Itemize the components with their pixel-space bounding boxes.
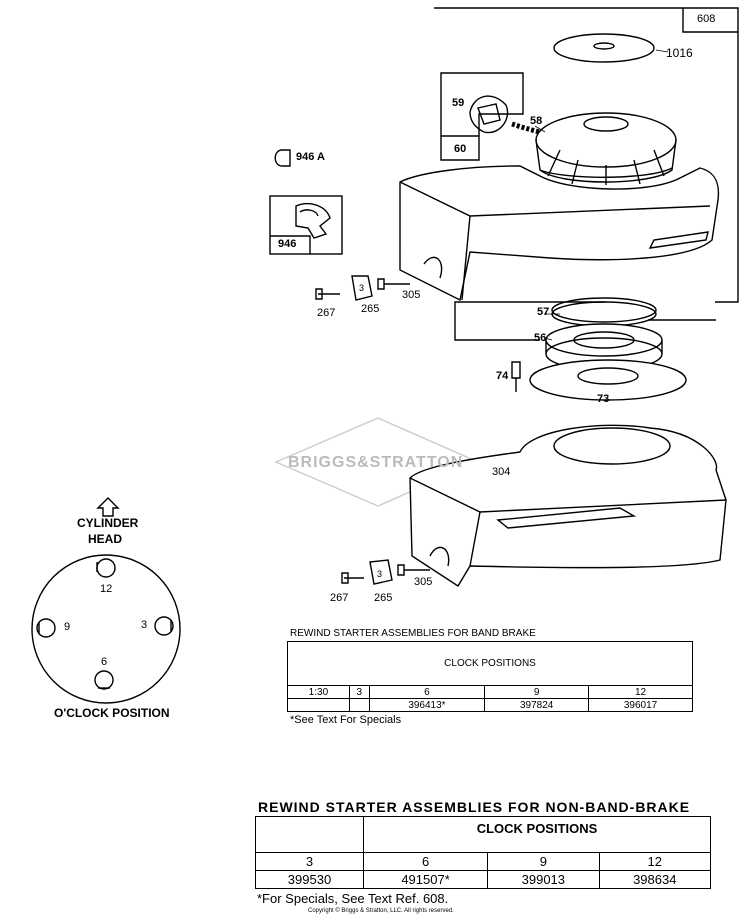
clip-946a [274, 149, 291, 167]
washer-1016 [553, 33, 655, 63]
non-band-brake-value: 491507* [362, 870, 489, 889]
band-brake-value: 396017 [588, 698, 693, 712]
part-1016-label: 1016 [666, 46, 693, 60]
band-brake-col: 6 [368, 685, 486, 699]
clock-diagram [31, 497, 181, 704]
non-band-brake-table-title: REWIND STARTER ASSEMBLIES FOR NON-BAND-B… [258, 799, 691, 815]
band-brake-note: *See Text For Specials [290, 714, 402, 726]
non-band-brake-value: 398634 [598, 870, 712, 889]
non-band-brake-header: CLOCK POSITIONS [363, 816, 711, 853]
clock-outlet-12 [96, 558, 116, 578]
bolt-74 [511, 361, 521, 392]
clock-head-line2: HEAD [88, 532, 123, 546]
clock-footer: O'CLOCK POSITION [54, 706, 170, 720]
non-band-brake-value: 399013 [487, 870, 600, 889]
part-57-label: 57 [537, 306, 550, 318]
band-brake-value [348, 698, 370, 712]
part-265-upper-label: 265 [361, 303, 380, 315]
non-band-brake-col: 12 [598, 852, 712, 871]
base-plate-73 [529, 359, 687, 401]
band-brake-col: 3 [348, 685, 370, 699]
nut-number-upper: 3 [359, 283, 365, 293]
clock-pos-9: 9 [64, 621, 71, 633]
band-brake-header: CLOCK POSITIONS [287, 641, 693, 686]
blower-housing-upper [399, 112, 720, 302]
part-946a-label: 946 A [296, 151, 325, 163]
clock-outlet-3 [154, 616, 174, 636]
non-band-brake-col: 9 [487, 852, 600, 871]
frame-608-label: 608 [697, 13, 716, 25]
clock-outlet-6 [94, 670, 114, 690]
band-brake-value [287, 698, 350, 712]
clock-outlet-9 [36, 618, 56, 638]
band-brake-col: 12 [588, 685, 693, 699]
part-946-box [269, 195, 343, 255]
non-band-brake-note: *For Specials, See Text Ref. 608. [257, 891, 449, 906]
non-band-brake-blank [255, 816, 364, 853]
part-60-label: 60 [454, 143, 467, 155]
part-73-label: 73 [597, 393, 610, 405]
frame-608-outline [434, 7, 739, 341]
screw-267-upper [315, 288, 340, 300]
band-brake-value: 397824 [484, 698, 590, 712]
pulley-56 [545, 323, 663, 371]
frame-608-tab [682, 8, 738, 33]
nut-265-upper [351, 275, 373, 301]
clock-pos-6: 6 [101, 656, 108, 668]
pawl-59 [469, 95, 509, 134]
band-brake-col: 9 [484, 685, 590, 699]
non-band-brake-col: 3 [255, 852, 364, 871]
nut-number-lower: 3 [377, 569, 383, 579]
part-305-lower-label: 305 [414, 576, 433, 588]
screw-267-lower [341, 572, 364, 584]
copyright-line: Copyright © Briggs & Stratton, LLC. All … [308, 908, 454, 914]
clock-pos-12: 12 [100, 583, 113, 595]
part-59-label: 59 [452, 97, 465, 109]
band-brake-table: CLOCK POSITIONS 1:30 3 6 9 12 396413* 39… [287, 641, 693, 712]
non-band-brake-col: 6 [362, 852, 489, 871]
part-304-label: 304 [492, 466, 511, 478]
part-267-upper-label: 267 [317, 307, 336, 319]
band-brake-value: 396413* [368, 698, 486, 712]
non-band-brake-table: CLOCK POSITIONS 3 6 9 12 399530 491507* … [255, 816, 712, 889]
clock-pos-3: 3 [141, 619, 148, 631]
band-brake-col: 1:30 [287, 685, 350, 699]
part-265-lower-label: 265 [374, 592, 393, 604]
screw-305-lower [397, 564, 430, 576]
watermark-text: BRIGGS&STRATTON [288, 454, 464, 471]
band-brake-table-title: REWIND STARTER ASSEMBLIES FOR BAND BRAKE [290, 628, 536, 639]
non-band-brake-value: 399530 [255, 870, 364, 889]
part-267-lower-label: 267 [330, 592, 349, 604]
nut-265-lower [369, 559, 393, 585]
cylinder-head-arrow [96, 497, 120, 517]
part-946-label: 946 [278, 238, 297, 250]
clock-head-line1: CYLINDER [77, 516, 139, 530]
part-56-label: 56 [534, 332, 547, 344]
part-305-upper-label: 305 [402, 289, 421, 301]
part-58-label: 58 [530, 115, 543, 127]
screw-305-upper [377, 278, 410, 290]
part-74-label: 74 [496, 370, 509, 382]
blower-housing-304 [409, 424, 727, 587]
callout-59-box [440, 72, 524, 161]
